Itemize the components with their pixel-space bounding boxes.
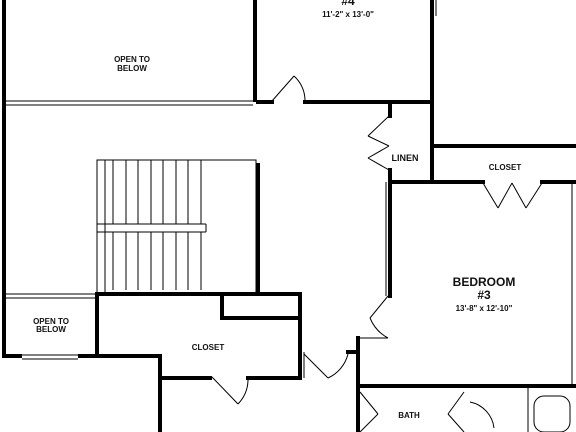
open-to-below-top-label-1: OPEN TO <box>114 55 150 64</box>
open-to-below-top-area <box>2 0 257 358</box>
closet-right-walls <box>388 144 576 200</box>
closet-right-label: CLOSET <box>489 163 522 172</box>
bedroom-3-number: #3 <box>477 288 491 302</box>
bath-walls <box>356 384 571 432</box>
bedroom-4-walls <box>256 0 437 104</box>
bedroom-3-label: BEDROOM <box>453 275 516 289</box>
open-to-below-left-label-1: OPEN TO <box>33 317 69 326</box>
open-to-below-left-label-2: BELOW <box>36 325 66 334</box>
linen-closet-walls <box>388 100 434 182</box>
open-to-below-top-label-2: BELOW <box>117 64 147 73</box>
bedroom-4-door[interactable] <box>271 75 306 102</box>
bedroom-4-label: #4 <box>341 0 355 8</box>
bedroom-3-dims: 13'-8" x 12'-10" <box>456 304 513 313</box>
closet-left-door[interactable] <box>211 376 249 405</box>
closet-left-label: CLOSET <box>192 343 225 352</box>
bedroom-4-dims: 11'-2" x 13'-0" <box>322 10 374 19</box>
bath-door[interactable] <box>359 391 495 432</box>
closet-right-door[interactable] <box>482 182 543 209</box>
staircase <box>96 159 260 295</box>
hall-door[interactable] <box>303 350 360 379</box>
bedroom-3-walls <box>356 180 576 388</box>
bedroom-3-door[interactable] <box>360 295 389 339</box>
open-to-below-left-area <box>2 293 162 432</box>
linen-label: LINEN <box>392 153 419 163</box>
bath-label: BATH <box>398 411 420 420</box>
linen-door[interactable] <box>367 115 390 171</box>
closet-left-walls <box>95 292 302 380</box>
